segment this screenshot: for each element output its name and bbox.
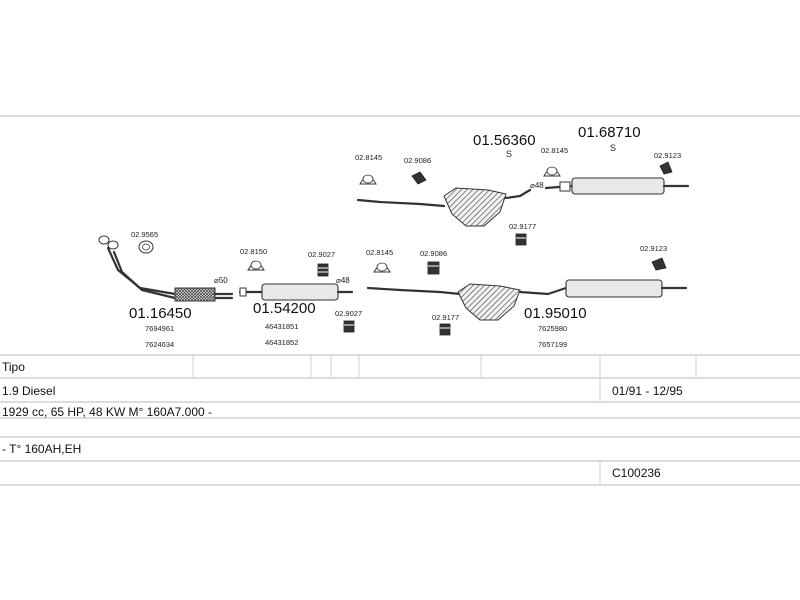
center-alt-number: 01.56360	[473, 132, 536, 149]
intermediate-ref-1: 46431851	[265, 322, 298, 331]
intermediate-ref-2: 46431852	[265, 338, 298, 347]
rear-alt-number: 01.68710	[578, 124, 641, 141]
clamp-8145-b	[373, 262, 391, 273]
label-02-8150: 02.8150	[240, 247, 267, 256]
rubber-mount-9177-a	[515, 233, 527, 246]
label-02-9177-a: 02.9177	[509, 222, 536, 231]
label-02-9086-b: 02.9086	[420, 249, 447, 258]
rubber-mount-9123-b	[651, 257, 667, 271]
rubber-mount-9177-b	[439, 323, 451, 336]
label-02-9123-b: 02.9123	[640, 244, 667, 253]
label-02-8145-a: 02.8145	[355, 153, 382, 162]
label-02-9027-upper: 02.9027	[308, 250, 335, 259]
clamp-8150	[247, 260, 265, 271]
center-rear-ref-2: 7657199	[538, 340, 567, 349]
table-spec: 1929 cc, 65 HP, 48 KW M° 160A7.000 -	[2, 405, 212, 419]
front-pipe-assembly	[98, 235, 234, 302]
rubber-mount-9027-upper	[317, 263, 329, 277]
intermediate-number: 01.54200	[253, 300, 316, 317]
label-02-9123-a: 02.9123	[654, 151, 681, 160]
clamp-8145-a	[359, 174, 377, 185]
center-alt-assembly	[356, 187, 532, 227]
table-years: 01/91 - 12/95	[612, 384, 683, 398]
rubber-mount-9086-a	[411, 171, 427, 185]
clamp-8145-c	[543, 166, 561, 177]
label-02-9177-b: 02.9177	[432, 313, 459, 322]
table-model: Tipo	[2, 360, 25, 374]
application-table: Tipo 1.9 Diesel 01/91 - 12/95 1929 cc, 6…	[0, 354, 800, 486]
rubber-mount-9027-lower	[343, 320, 355, 333]
label-02-9565: 02.9565	[131, 230, 158, 239]
center-rear-assembly	[366, 279, 688, 321]
front-pipe-number: 01.16450	[129, 305, 192, 322]
rear-alt-muffler	[544, 177, 690, 195]
intermediate-diameter: ⌀48	[336, 276, 350, 285]
center-alt-variant: S	[506, 149, 512, 159]
front-pipe-ref-2: 7624634	[145, 340, 174, 349]
gasket-9565	[138, 240, 154, 254]
front-pipe-diameter: ⌀50	[214, 276, 228, 285]
center-rear-number: 01.95010	[524, 305, 587, 322]
center-rear-ref-1: 7625980	[538, 324, 567, 333]
table-type: - T° 160AH,EH	[2, 442, 81, 456]
label-02-9086-a: 02.9086	[404, 156, 431, 165]
label-02-8145-b: 02.8145	[366, 248, 393, 257]
table-code: C100236	[612, 466, 661, 480]
label-02-9027-lower: 02.9027	[335, 309, 362, 318]
rubber-mount-9086-b	[427, 261, 440, 275]
rear-alt-variant: S	[610, 143, 616, 153]
center-alt-diameter: ⌀48	[530, 181, 544, 190]
rubber-mount-9123-a	[659, 161, 673, 175]
label-02-8145-c: 02.8145	[541, 146, 568, 155]
table-engine: 1.9 Diesel	[2, 384, 55, 398]
intermediate-muffler	[238, 283, 354, 301]
front-pipe-ref-1: 7694961	[145, 324, 174, 333]
